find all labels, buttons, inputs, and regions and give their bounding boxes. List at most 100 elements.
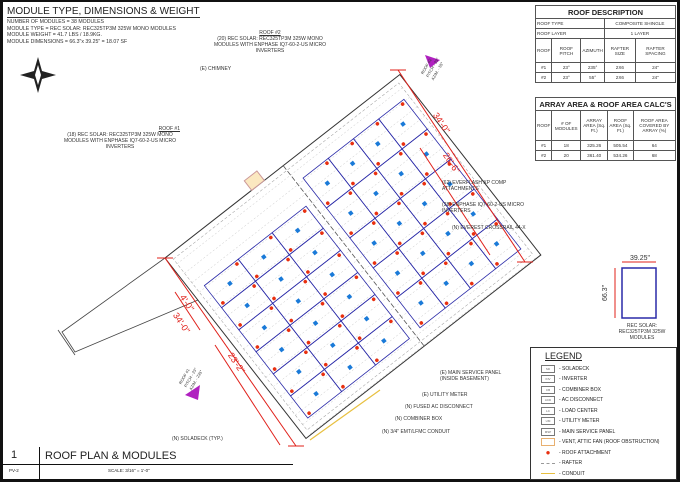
module-type: MODULE TYPE = REC SOLAR: REC325TP3M 325W…: [7, 25, 176, 32]
legend-label: - ROOF ATTACHMENT: [559, 449, 612, 456]
roof-attachment: [445, 211, 450, 216]
micro-inverter: [493, 241, 500, 247]
roof-attachment: [221, 301, 225, 305]
roof-attachment: [418, 281, 423, 285]
legend-symbol: ACD: [541, 396, 555, 404]
roof-attachment: [286, 257, 290, 262]
rafter-icon: [541, 462, 555, 464]
rafter: [243, 172, 470, 350]
module-dimensions: MODULE DIMENSIONS = 66.3"x 39.25" = 18.0…: [7, 38, 128, 45]
vent-icon: [541, 438, 555, 446]
um-callout: (E) UTILITY METER: [422, 392, 468, 398]
roof-attachment: [354, 275, 359, 280]
legend-item: ACD- AC DISCONNECT: [541, 396, 603, 405]
legend-symbol: SD: [541, 364, 555, 373]
roof-attachment: [272, 296, 276, 301]
legend-item: UM- UTILITY METER: [541, 417, 599, 426]
cb-callout: (N) COMBINER BOX: [395, 416, 443, 422]
roof-attachment: [401, 142, 406, 146]
house-outline: [57, 257, 199, 356]
micro-inverter: [421, 200, 428, 207]
roof-attachment: [303, 279, 308, 284]
roof-attachment: [269, 235, 273, 240]
micro-inverter: [312, 249, 318, 256]
legend-item: - VENT, ATTIC FAN (ROOF OBSTRUCTION): [541, 438, 659, 447]
micro-inverter: [347, 364, 353, 371]
roof-attachment: [255, 345, 260, 349]
roof-attachment: [389, 319, 393, 324]
roof-attachment: [397, 201, 401, 206]
scale: SCALE: 3/16" = 1'-0": [108, 468, 150, 473]
legend-item: SD- SOLADECK: [541, 364, 589, 373]
roof-attachment: [238, 323, 242, 327]
roof-attachment: [269, 306, 274, 310]
rafter: [199, 115, 425, 293]
legend-label: - INVERTER: [559, 376, 588, 382]
roof-attachment: [375, 358, 379, 363]
drawing-number: 1: [11, 449, 18, 461]
module-width: 39.25": [630, 255, 651, 262]
roof-attachment: [323, 292, 327, 296]
roof-attachment: [306, 270, 310, 274]
roof-attachment: [424, 132, 428, 136]
micro-inverter: [400, 121, 406, 127]
legend-label: - MAIN SERVICE PANEL: [559, 428, 616, 435]
micro-inverter: [324, 180, 331, 186]
micro-inverter: [468, 260, 475, 267]
roof-attachment: [447, 162, 452, 166]
micro-inverter: [419, 250, 426, 257]
micro-inverter: [398, 170, 404, 177]
roof-attachment: [252, 284, 256, 288]
roof-attachment: [398, 151, 403, 156]
legend-label: - UTILITY METER: [559, 418, 600, 424]
legend-item: - RAFTER: [541, 459, 582, 468]
roof-attachment: [399, 191, 404, 196]
module-weight: MODULE WEIGHT = 41.7 LBS / 18.9KG.: [7, 32, 102, 38]
roof-attachment: [422, 181, 426, 186]
roof-attachment: [396, 291, 400, 295]
legend-symbol: INV: [541, 375, 555, 383]
rafter: [258, 191, 484, 368]
legend-title: LEGEND: [545, 351, 583, 361]
legend-symbol: MSP: [541, 427, 555, 436]
roof-attachment: [357, 336, 362, 340]
roof-attachment: [494, 222, 498, 226]
roof-attachment: [254, 274, 259, 279]
rafter: [302, 248, 529, 425]
rafter: [236, 163, 462, 340]
soladeck-callout: (N) SOLADECK (TYP.): [172, 436, 223, 442]
roof-attachment: [341, 384, 345, 389]
array-area-table: ARRAY AREA & ROOF AREA CALC'S ROOF# OF M…: [534, 97, 677, 161]
rafter: [273, 210, 499, 387]
roof-attachment: [424, 172, 429, 176]
roof-attachment: [421, 271, 425, 276]
micro-inverter: [371, 240, 377, 246]
roof-attachment: [371, 297, 376, 302]
micro-inverter: [295, 298, 302, 304]
roof-attachment: [355, 346, 359, 350]
micro-inverter: [261, 324, 268, 331]
roof-attachment: [348, 191, 353, 195]
rafter: [176, 87, 403, 264]
legend-symbol: LC: [541, 406, 555, 415]
micro-inverter: [373, 190, 379, 197]
roof-attachment: [395, 251, 399, 255]
micro-inverter: [381, 337, 387, 344]
micro-inverter: [446, 181, 453, 187]
legend-item: - CONDUIT: [541, 469, 585, 478]
roof-attachment: [337, 323, 342, 328]
chimney-icon: [243, 170, 265, 191]
micro-inverter: [227, 280, 233, 287]
micro-inverter: [374, 140, 381, 147]
roof-attachment: [290, 389, 294, 393]
micro-inverter: [329, 271, 335, 278]
dimension-lines: [157, 69, 533, 447]
roof-attachment: [420, 231, 425, 236]
chimney-callout: (E) CHIMNEY: [200, 66, 232, 72]
legend-label: - CONDUIT: [559, 470, 585, 477]
conduit-callout: (N) 3/4" EMT/LFMC CONDUIT: [382, 429, 451, 435]
roof-attachment: [400, 102, 405, 106]
legend-label: - VENT, ATTIC FAN (ROOF OBSTRUCTION): [559, 439, 660, 445]
